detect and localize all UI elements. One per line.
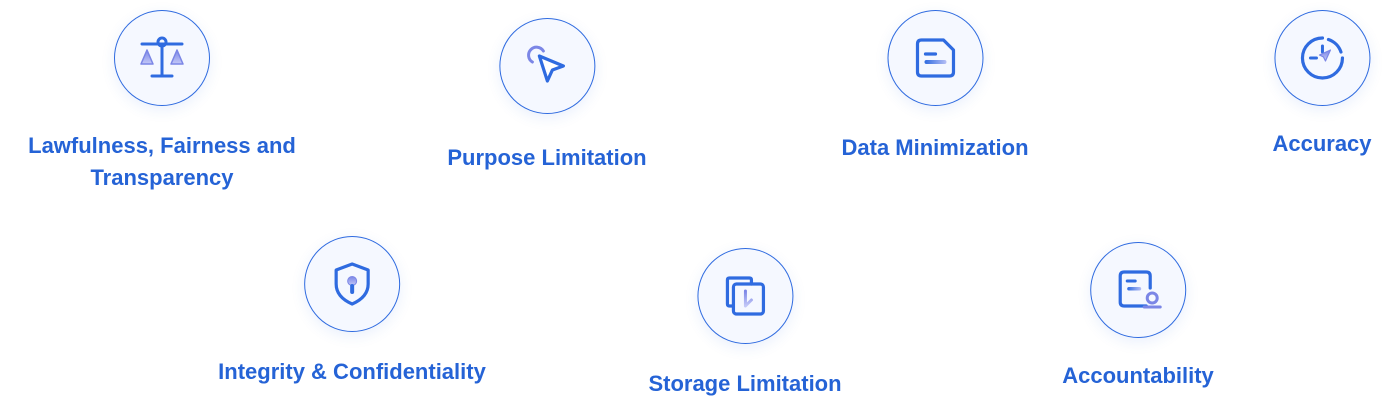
- principle-label: Accountability: [1062, 363, 1214, 388]
- principle-integrity-confidentiality: Integrity & Confidentiality: [218, 236, 486, 388]
- principle-icon-circle: [886, 10, 983, 106]
- cursor-pointer-icon: [526, 45, 565, 83]
- compass-target-icon: [1300, 36, 1344, 80]
- principle-purpose-limitation: Purpose Limitation: [447, 18, 647, 174]
- principle-label: Storage Limitation: [648, 371, 842, 396]
- scales-icon: [140, 36, 184, 78]
- document-user-icon: [1118, 270, 1162, 309]
- principle-icon-circle: [697, 248, 793, 344]
- principle-label: Lawfulness, Fairness and Transparency: [28, 133, 296, 190]
- principle-accuracy: Accuracy: [1272, 10, 1372, 160]
- principle-icon-circle: [304, 236, 400, 332]
- principle-icon-circle: [1089, 242, 1186, 338]
- document-minimize-icon: [915, 38, 955, 78]
- principle-label: Data Minimization: [841, 135, 1029, 160]
- principle-icon-circle: [499, 18, 595, 114]
- principle-accountability: Accountability: [1062, 242, 1214, 392]
- principle-icon-circle: [114, 10, 210, 106]
- principle-storage-limitation: Storage Limitation: [648, 248, 842, 400]
- shield-keyhole-icon: [334, 262, 370, 306]
- principle-label: Purpose Limitation: [447, 145, 647, 170]
- storage-download-icon: [725, 276, 765, 316]
- principle-lawfulness: Lawfulness, Fairness and Transparency: [2, 10, 322, 194]
- principle-label: Integrity & Confidentiality: [218, 359, 486, 384]
- principle-label: Accuracy: [1272, 131, 1372, 156]
- principle-icon-circle: [1273, 10, 1370, 106]
- principle-data-minimization: Data Minimization: [841, 10, 1029, 164]
